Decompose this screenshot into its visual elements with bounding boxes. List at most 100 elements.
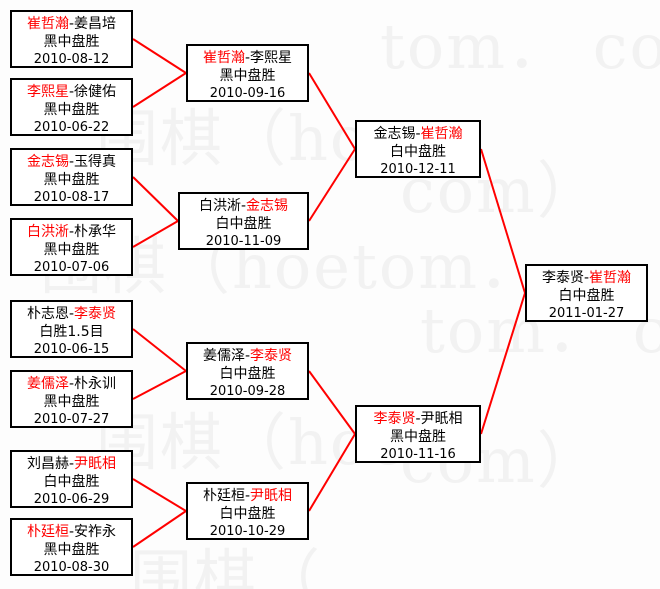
player-separator: - xyxy=(415,411,421,427)
match-players: 崔哲瀚-姜昌培 xyxy=(12,15,131,33)
match-date: 2010-09-28 xyxy=(209,384,286,399)
match-players: 李熙星-徐健佑 xyxy=(12,83,131,101)
match-result: 黑中盘胜 xyxy=(219,68,276,84)
player-separator: - xyxy=(244,348,251,364)
player-loser: 刘昌赫 xyxy=(26,456,69,472)
match-date: 2010-10-29 xyxy=(209,524,286,539)
match-box-r1-m1[interactable]: 崔哲瀚-姜昌培黑中盘胜 2010-08-12 xyxy=(10,10,133,68)
match-players: 白洪淅-朴承华 xyxy=(12,223,131,241)
match-date: 2010-07-27 xyxy=(33,412,110,427)
player-loser: 金志锡 xyxy=(373,126,416,142)
match-result: 白中盘胜 xyxy=(43,474,100,490)
match-result: 黑中盘胜 xyxy=(43,394,100,410)
match-result: 白中盘胜 xyxy=(215,216,272,232)
player-loser: 安祚永 xyxy=(74,524,117,540)
player-loser: 徐健佑 xyxy=(74,84,117,100)
match-date: 2010-09-16 xyxy=(209,86,286,101)
match-players: 朴廷桓-尹眂相 xyxy=(188,487,307,505)
player-winner: 白洪淅 xyxy=(26,224,69,240)
match-date: 2010-08-12 xyxy=(33,52,110,67)
match-result: 白中盘胜 xyxy=(219,506,276,522)
player-winner: 尹眂相 xyxy=(74,456,117,472)
match-date: 2010-06-22 xyxy=(33,120,110,135)
player-winner: 金志锡 xyxy=(246,198,289,214)
match-players: 姜儒泽-李泰贤 xyxy=(188,347,307,365)
match-box-r1-m7[interactable]: 刘昌赫-尹眂相白中盘胜 2010-06-29 xyxy=(10,450,133,508)
match-result: 黑中盘胜 xyxy=(43,172,100,188)
player-winner: 尹眂相 xyxy=(250,488,293,504)
match-result: 黑中盘胜 xyxy=(43,34,100,50)
match-box-r3-m1[interactable]: 金志锡-崔哲瀚白中盘胜 2010-12-11 xyxy=(355,120,481,178)
player-separator: - xyxy=(68,84,75,100)
player-separator: - xyxy=(68,456,75,472)
match-date: 2010-12-11 xyxy=(380,162,456,177)
player-winner: 李泰贤 xyxy=(74,306,117,322)
player-loser: 朴廷桓 xyxy=(202,488,245,504)
player-separator: - xyxy=(68,524,75,540)
player-separator: - xyxy=(68,154,75,170)
player-loser: 李泰贤 xyxy=(541,270,584,286)
player-loser: 玉得真 xyxy=(74,154,117,170)
player-separator: - xyxy=(68,376,75,392)
match-result: 白胜1.5目 xyxy=(39,324,104,340)
player-separator: - xyxy=(415,126,421,142)
player-separator: - xyxy=(68,224,75,240)
player-loser: 朴承华 xyxy=(74,224,117,240)
player-loser: 尹眂相 xyxy=(420,411,463,427)
player-loser: 朴志恩 xyxy=(26,306,69,322)
match-result: 白中盘胜 xyxy=(558,288,615,304)
player-winner: 崔哲瀚 xyxy=(589,270,632,286)
player-separator: - xyxy=(244,488,251,504)
match-players: 朴廷桓-安祚永 xyxy=(12,523,131,541)
match-players: 金志锡-玉得真 xyxy=(12,153,131,171)
player-winner: 姜儒泽 xyxy=(26,376,69,392)
match-box-r4-m1[interactable]: 李泰贤-崔哲瀚白中盘胜 2011-01-27 xyxy=(525,264,648,322)
match-players: 李泰贤-崔哲瀚 xyxy=(527,269,646,287)
player-separator: - xyxy=(68,16,75,32)
player-separator: - xyxy=(68,306,75,322)
player-winner: 李熙星 xyxy=(26,84,69,100)
player-winner: 朴廷桓 xyxy=(26,524,69,540)
match-result: 黑中盘胜 xyxy=(390,429,446,445)
match-result: 白中盘胜 xyxy=(219,366,276,382)
player-winner: 李泰贤 xyxy=(250,348,293,364)
match-players: 姜儒泽-朴永训 xyxy=(12,375,131,393)
match-result: 白中盘胜 xyxy=(390,144,446,160)
match-players: 朴志恩-李泰贤 xyxy=(12,305,131,323)
match-date: 2011-01-27 xyxy=(548,306,625,321)
player-winner: 金志锡 xyxy=(26,154,69,170)
player-separator: - xyxy=(240,198,247,214)
match-players: 崔哲瀚-李熙星 xyxy=(188,49,307,67)
player-winner: 崔哲瀚 xyxy=(202,50,245,66)
match-result: 黑中盘胜 xyxy=(43,542,100,558)
match-result: 黑中盘胜 xyxy=(43,102,100,118)
match-date: 2010-06-29 xyxy=(33,492,110,507)
player-loser: 姜儒泽 xyxy=(202,348,245,364)
player-winner: 崔哲瀚 xyxy=(26,16,69,32)
player-winner: 李泰贤 xyxy=(373,411,416,427)
player-loser: 白洪淅 xyxy=(198,198,241,214)
match-players: 李泰贤-尹眂相 xyxy=(357,410,479,428)
player-loser: 李熙星 xyxy=(250,50,293,66)
match-date: 2010-07-06 xyxy=(33,260,110,275)
match-date: 2010-08-17 xyxy=(33,190,110,205)
match-date: 2010-11-16 xyxy=(380,447,456,462)
match-players: 金志锡-崔哲瀚 xyxy=(357,125,479,143)
match-players: 白洪淅-金志锡 xyxy=(180,197,307,215)
match-date: 2010-06-15 xyxy=(33,342,110,357)
player-loser: 朴永训 xyxy=(74,376,117,392)
match-date: 2010-11-09 xyxy=(205,234,282,249)
player-separator: - xyxy=(244,50,251,66)
